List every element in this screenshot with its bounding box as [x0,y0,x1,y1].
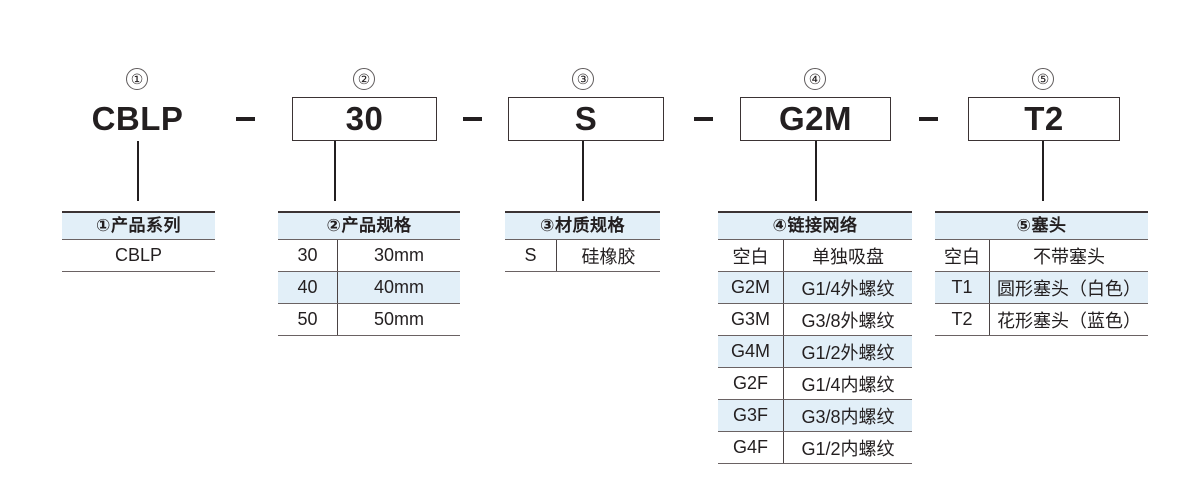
table-row: S 硅橡胶 [505,240,660,272]
table-row: G4M G1/2外螺纹 [718,336,912,368]
code-value-1: CBLP [91,100,184,137]
cell-desc: 不带塞头 [1033,246,1105,267]
cell-value: CBLP [114,245,163,265]
cell-desc: G1/2外螺纹 [801,342,895,363]
cell-code: S [505,240,557,271]
table-row: CBLP [62,240,215,272]
cell-desc: 50mm [373,309,424,329]
table-row: G3F G3/8内螺纹 [718,400,912,432]
cell-code: G3M [718,304,784,335]
table-header-5: ⑤塞头 [935,211,1148,240]
spec-table-plug: ⑤塞头 空白 不带塞头 T1 圆形塞头（白色） T2 花形塞头（蓝色） [935,211,1148,336]
code-separator-1 [236,117,255,121]
cell-desc: G3/8内螺纹 [801,406,895,427]
connector-line-4 [815,141,817,201]
table-row: T1 圆形塞头（白色） [935,272,1148,304]
cell-desc: G1/4内螺纹 [801,374,895,395]
code-value-2: 30 [292,97,437,141]
code-value-3: S [508,97,664,141]
spec-table-product-series: ①产品系列 CBLP [62,211,215,272]
cell-code: 50 [278,304,338,335]
code-value-5: T2 [968,97,1120,141]
cell-desc: G3/8外螺纹 [801,310,895,331]
cell-code: 40 [278,272,338,303]
connector-line-5 [1042,141,1044,201]
table-row: 50 50mm [278,304,460,336]
cell-code: G4F [718,432,784,463]
cell-desc: 40mm [373,277,424,297]
table-row: 空白 单独吸盘 [718,240,912,272]
code-marker-5: ⑤ [1032,68,1054,90]
cell-desc: 圆形塞头（白色） [997,278,1141,299]
cell-code: G4M [718,336,784,367]
connector-line-1 [137,141,139,201]
code-marker-4: ④ [804,68,826,90]
table-row: 空白 不带塞头 [935,240,1148,272]
cell-code: T2 [935,304,990,335]
cell-code: G2F [718,368,784,399]
table-header-2: ②产品规格 [278,211,460,240]
connector-line-3 [582,141,584,201]
table-row: G2M G1/4外螺纹 [718,272,912,304]
spec-table-product-spec: ②产品规格 30 30mm 40 40mm 50 50mm [278,211,460,336]
cell-desc: 30mm [373,245,424,265]
cell-code: G2M [718,272,784,303]
table-header-3: ③材质规格 [505,211,660,240]
table-row: G3M G3/8外螺纹 [718,304,912,336]
table-header-1: ①产品系列 [62,211,215,240]
connector-line-2 [334,141,336,201]
table-row: G2F G1/4内螺纹 [718,368,912,400]
table-header-4: ④链接网络 [718,211,912,240]
code-marker-3: ③ [572,68,594,90]
code-separator-4 [919,117,938,121]
cell-desc: 单独吸盘 [812,246,884,267]
cell-code: 空白 [935,240,990,271]
table-row: 30 30mm [278,240,460,272]
cell-desc: G1/4外螺纹 [801,278,895,299]
cell-desc: 花形塞头（蓝色） [997,310,1141,331]
product-code-line: ① CBLP ② 30 ③ S ④ G2M ⑤ T2 [0,0,1200,201]
spec-table-material-spec: ③材质规格 S 硅橡胶 [505,211,660,272]
table-row: 40 40mm [278,272,460,304]
table-row: G4F G1/2内螺纹 [718,432,912,464]
code-value-4: G2M [740,97,891,141]
cell-code: 30 [278,240,338,271]
code-marker-1: ① [126,68,148,90]
code-separator-3 [694,117,713,121]
cell-code: T1 [935,272,990,303]
cell-desc: 硅橡胶 [581,246,636,267]
cell-code: 空白 [718,240,784,271]
code-separator-2 [463,117,482,121]
cell-desc: G1/2内螺纹 [801,438,895,459]
cell-code: G3F [718,400,784,431]
code-marker-2: ② [353,68,375,90]
spec-table-connection: ④链接网络 空白 单独吸盘 G2M G1/4外螺纹 G3M G3/8外螺纹 G4… [718,211,912,464]
table-row: T2 花形塞头（蓝色） [935,304,1148,336]
